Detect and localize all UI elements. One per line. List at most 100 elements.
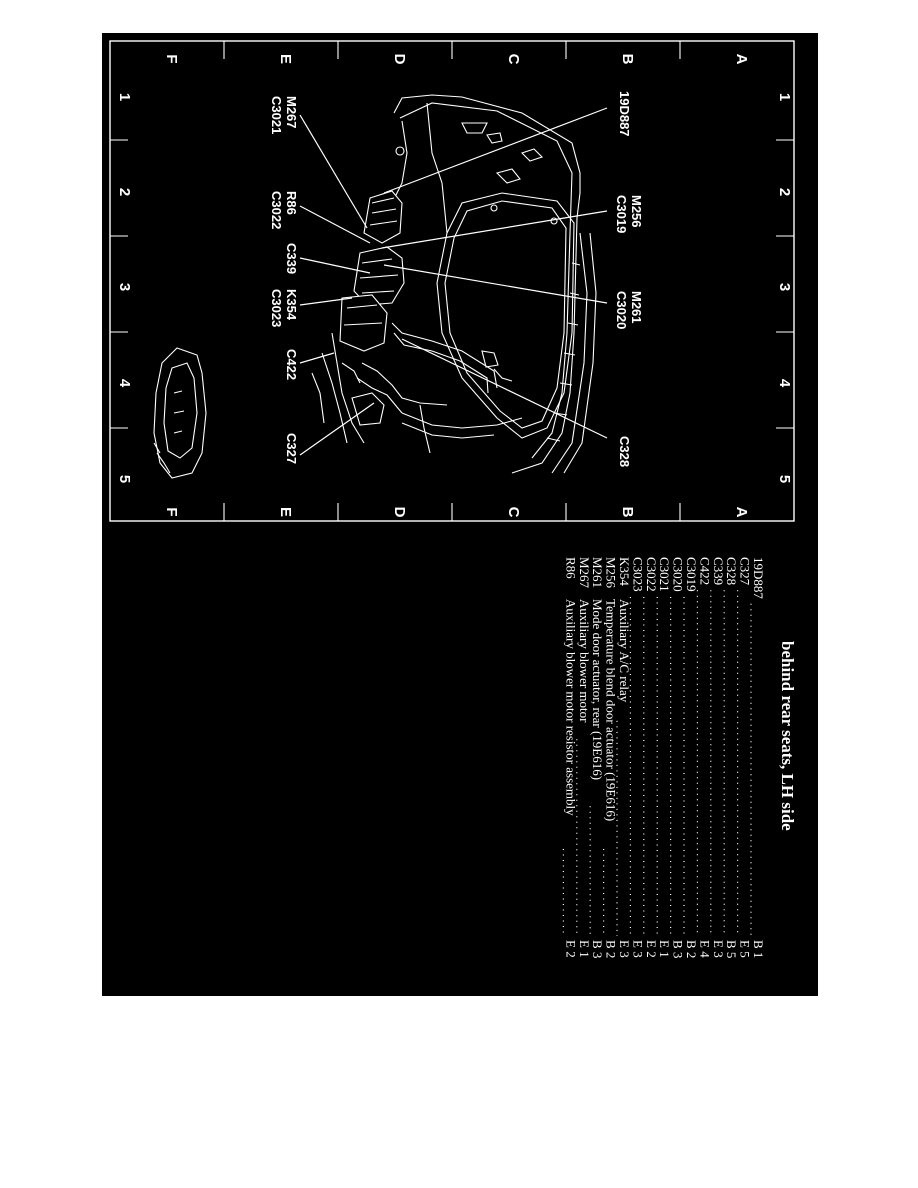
legend-code: R86 [563,557,578,579]
callout-c3023: C3023 [269,289,284,327]
column-label-1: 1 [776,93,793,101]
column-label-3: 3 [776,283,793,291]
leader-lines [299,107,608,456]
legend-row: C3023 E 3 [629,557,645,958]
leader-r86 [299,205,371,244]
callout-k354: K354 [284,289,299,321]
legend-code: C327 [738,557,753,586]
vehicle-body-illustration [311,94,597,474]
leader-c339 [299,257,371,274]
row-label-a: A [733,54,750,65]
legend-code: C3021 [657,557,672,592]
row-label-a: A [733,507,750,518]
legend-location: B 3 [590,940,605,958]
column-label-2: 2 [116,188,133,196]
callout-labels: 19D887 M267 C3021 M256 C3019 R86 C3022 C… [269,91,644,467]
legend-location: E 2 [644,940,659,958]
legend-location: B 2 [604,940,619,958]
legend-location: E 1 [577,940,592,958]
column-label-2: 2 [776,188,793,196]
callout-r86: R86 [284,191,299,215]
leader-k354 [299,297,353,306]
legend-code: C328 [724,557,739,585]
callout-c3020: C3020 [614,291,629,329]
connector-c327-shape [351,392,385,426]
legend-description: Auxiliary A/C relay [617,599,632,703]
row-label-d: D [391,54,408,65]
column-label-4: 4 [116,379,133,388]
row-label-e: E [277,507,294,517]
legend-location: B 2 [684,940,699,958]
legend-description: Mode door actuator, rear (19E616) [590,599,605,780]
legend-code: M256 [604,557,619,589]
column-labels-left: 1 2 3 4 5 [116,93,133,483]
row-labels-top: A B C D E F [163,54,750,65]
leader-c328 [401,338,608,439]
legend-row: 19D887 B 1 [750,557,766,958]
grid-frame [109,40,795,522]
vehicle-locator-icon [153,347,207,479]
column-label-1: 1 [116,93,133,101]
column-label-4: 4 [776,379,793,388]
column-label-5: 5 [776,475,793,483]
row-label-f: F [163,507,180,516]
legend-row: C339 E 3 [710,557,726,958]
legend-location: E 5 [738,940,753,958]
leader-m267 [299,114,368,229]
legend-location: B 1 [751,940,766,958]
row-label-e: E [277,54,294,64]
legend-code: C3019 [684,557,699,592]
legend-code: M261 [590,557,605,588]
callout-c328: C328 [617,436,632,467]
legend-location: E 2 [563,940,578,958]
row-label-c: C [505,507,522,518]
legend-code: C3020 [671,557,686,592]
legend-location: B 5 [724,940,739,958]
diagram-canvas: A B C D E F A B C D E F 1 2 3 4 5 1 2 3 … [109,40,797,958]
legend-code: 19D887 [751,557,766,599]
callout-m256: M256 [629,195,644,228]
legend-description: Auxiliary blower motor [577,599,592,723]
relay-shape [339,294,388,352]
legend-row: C327 E 5 [736,557,753,958]
row-labels-bottom: A B C D E F [163,507,750,518]
legend-row: C328 B 5 [723,557,739,958]
legend-code: C339 [711,557,726,585]
legend-location: E 3 [630,940,645,958]
legend-code: C422 [697,557,712,585]
row-dividers [223,41,681,521]
legend-row: C3019 B 2 [683,557,699,958]
leader-m256 [381,210,608,249]
legend-row: C422 E 4 [696,557,712,958]
callout-c339: C339 [284,243,299,274]
row-label-c: C [505,54,522,65]
legend-location: E 3 [617,940,632,958]
column-label-3: 3 [116,283,133,291]
blower-motor-shape [363,190,403,244]
legend-location: B 3 [671,940,686,958]
legend-location: E 3 [711,940,726,958]
callout-19d887: 19D887 [617,91,632,137]
column-label-5: 5 [116,475,133,483]
callout-c3022: C3022 [269,191,284,229]
legend-title: behind rear seats, LH side [778,641,797,831]
callout-m267: M267 [284,96,299,129]
callout-c3021: C3021 [269,96,284,134]
leader-19d887 [383,107,608,194]
leader-c422 [299,352,335,364]
legend-description: Auxiliary blower motor resistor assembly [563,599,578,816]
callout-c327: C327 [284,433,299,464]
legend-location: E 4 [697,940,712,958]
legend-code: K354 [617,557,632,586]
diagram-sheet: A B C D E F A B C D E F 1 2 3 4 5 1 2 3 … [102,33,818,996]
column-labels-right: 1 2 3 4 5 [776,93,793,483]
legend-code: C3023 [630,557,645,592]
